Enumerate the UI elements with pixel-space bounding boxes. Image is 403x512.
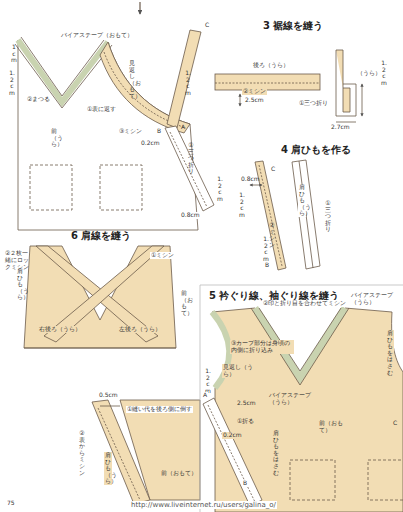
step-note: ③カーブ部分は身頃の内側に折り込み bbox=[230, 340, 294, 354]
dimension: 2.5cm bbox=[244, 97, 265, 104]
part-name: 右後ろ（うら） bbox=[38, 326, 82, 333]
step-note: 肩ひもをはさむ bbox=[386, 330, 394, 376]
step-note: ③ミシン bbox=[118, 128, 143, 135]
back-hem bbox=[215, 74, 320, 90]
dimension: 2.5cm bbox=[236, 400, 257, 407]
pocket bbox=[368, 460, 403, 500]
part-name: 後ろ（うら） bbox=[252, 62, 290, 69]
shoulder-strap bbox=[165, 126, 214, 211]
pocket bbox=[100, 165, 142, 210]
section-heading: 4 肩ひもを作る bbox=[280, 144, 352, 156]
page-number: 75 bbox=[6, 500, 16, 507]
dimension: 2.7cm bbox=[330, 124, 351, 131]
step-note: ①三つ折り bbox=[324, 200, 332, 233]
shoulder-strap bbox=[167, 30, 201, 128]
part-name: 前（おもて） bbox=[160, 470, 198, 477]
point-letter: A bbox=[202, 392, 208, 399]
part-name: 前（おもて） bbox=[180, 290, 188, 316]
part-name: 見返し（おもて） bbox=[128, 60, 136, 100]
step-note: ①三つ折り bbox=[298, 100, 329, 107]
bias-tape-edge bbox=[15, 37, 112, 108]
strap-strip bbox=[292, 160, 320, 269]
step-note: 肩ひもをはさむ bbox=[272, 430, 280, 476]
part-name: （うら） bbox=[356, 70, 382, 77]
dimension: 1.2cm bbox=[380, 60, 388, 86]
bias-tape bbox=[18, 40, 108, 102]
pocket bbox=[30, 165, 72, 210]
part-name: バイアステープ（うら） bbox=[350, 292, 400, 306]
part-name: 前（うら） bbox=[50, 128, 58, 148]
dimension: 1.2cm bbox=[184, 70, 192, 96]
step-note: ①ミシン bbox=[150, 252, 175, 259]
point-letter: B bbox=[264, 262, 270, 269]
point-letter: C bbox=[270, 166, 276, 173]
part-name: 肩ひも（うら） bbox=[298, 184, 306, 217]
dimension: 1.2cm bbox=[204, 368, 212, 394]
point-letter: C bbox=[392, 420, 398, 427]
pocket bbox=[290, 460, 335, 500]
section-heading: 6 肩線を縫う bbox=[70, 230, 132, 242]
step-note: ②ミシン bbox=[268, 222, 276, 248]
dimension: 0.8cm bbox=[180, 212, 201, 219]
part-name: 肩ひも（うら） bbox=[16, 268, 24, 301]
shoulder-strap bbox=[92, 400, 150, 504]
step-note: ②印と折り目を合わせてミシン bbox=[262, 300, 347, 307]
dimension: 1.2cm bbox=[216, 176, 224, 202]
dimension: 0.2cm bbox=[222, 432, 243, 439]
step-note: ②表からミシン bbox=[78, 430, 86, 476]
step-note: ②ミシン bbox=[242, 88, 267, 95]
dimension: 1.2cm bbox=[262, 236, 270, 262]
part-name: 前（おもて） bbox=[318, 420, 350, 434]
step-arrow bbox=[139, 2, 140, 14]
bodice bbox=[24, 246, 176, 348]
point-letter: B bbox=[242, 480, 248, 487]
point-letter: A bbox=[180, 124, 186, 131]
dimension: 1cm bbox=[10, 44, 18, 64]
part-name: バイアステープ（うら） bbox=[268, 392, 318, 406]
dimension: 0.8cm bbox=[240, 176, 261, 183]
step-note: ②まつる bbox=[26, 96, 51, 103]
dimension: 0.2cm bbox=[140, 140, 161, 147]
dimension: 0.5cm bbox=[98, 392, 119, 399]
step-note: ①表に返す bbox=[86, 106, 117, 113]
step-note: ①三つ折り bbox=[187, 142, 195, 175]
point-letter: C bbox=[204, 22, 210, 29]
step-note: ①縫い代を後ろ側に倒す bbox=[126, 406, 193, 413]
part-name: 見返し（うら） bbox=[222, 364, 254, 378]
shoulder-strap bbox=[203, 398, 262, 506]
dimension: 1.2cm bbox=[8, 70, 16, 96]
hem-profile bbox=[336, 50, 350, 112]
watermark: http://www.liveinternet.ru/users/galina_… bbox=[130, 501, 277, 509]
step-note: ①折る bbox=[236, 418, 255, 425]
point-letter: B bbox=[156, 128, 162, 135]
part-name: バイアステープ（おもて） bbox=[60, 32, 134, 39]
dimension: 1.2cm bbox=[238, 192, 246, 218]
part-name: 肩ひも（うら） bbox=[104, 452, 112, 485]
part-name: 左後ろ（うら） bbox=[118, 326, 162, 333]
section-heading: 3 裾線を縫う bbox=[262, 20, 324, 32]
